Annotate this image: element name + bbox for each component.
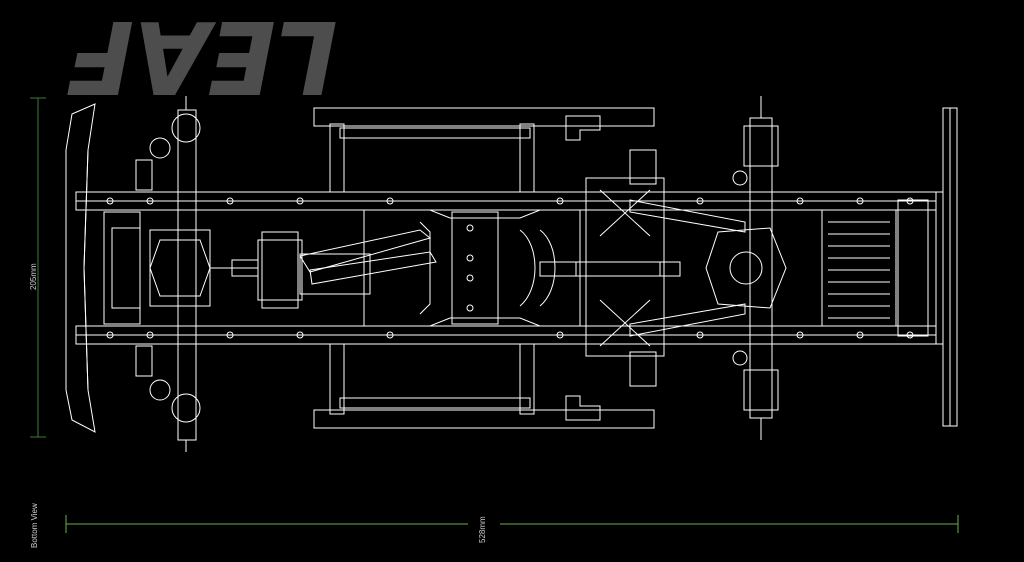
length-dimension-line [65,515,959,533]
rear-axle [705,96,787,440]
frame-rails [75,191,937,345]
height-dimension-label: 205mm [29,263,38,290]
rear-bumper [935,107,958,427]
height-dimension-line [30,97,46,438]
rear-suspension-links [585,149,746,387]
front-axle [103,96,211,452]
length-dimension-label: 528mm [478,516,487,543]
transmission [210,229,437,309]
view-label: Bottom View [30,503,39,548]
esc-heatsink [821,199,929,337]
battery-tray [313,107,655,429]
rail-bolts [106,197,914,339]
front-bumper [65,103,96,433]
rear-driveshaft [539,261,681,277]
skid-plate [363,209,581,327]
